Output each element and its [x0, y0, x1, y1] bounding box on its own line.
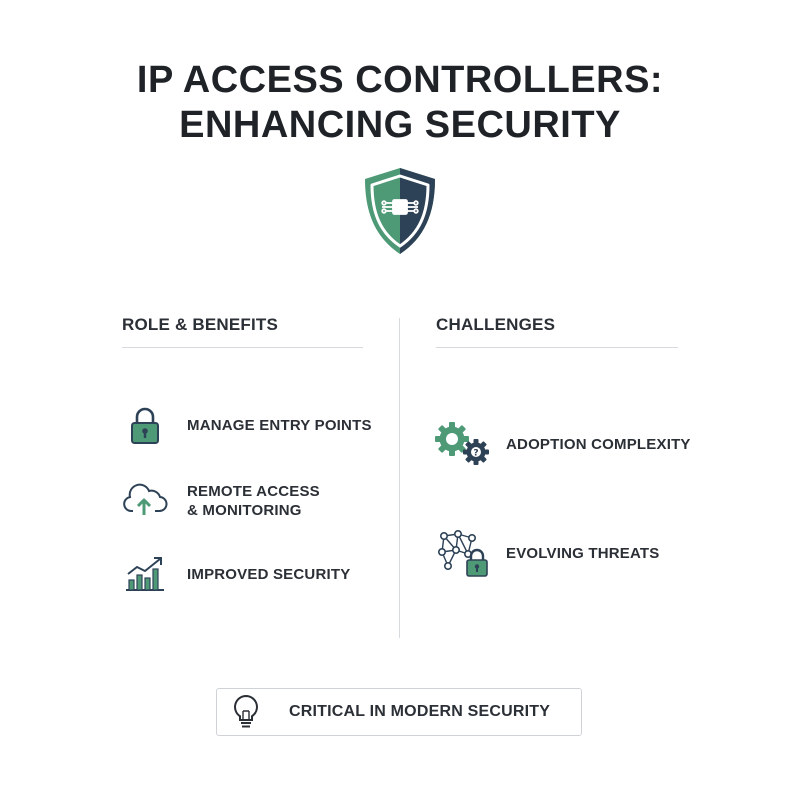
benefit-label: REMOTE ACCESS	[187, 483, 320, 500]
benefit-item-improved-security: IMPROVED SECURITY	[124, 554, 350, 594]
network-lock-icon	[437, 529, 488, 577]
column-divider	[399, 318, 400, 638]
benefit-label: MANAGE ENTRY POINTS	[187, 416, 372, 434]
challenge-label: EVOLVING THREATS	[506, 544, 660, 562]
challenge-label: ADOPTION COMPLEXITY	[506, 435, 691, 453]
left-heading-divider	[122, 347, 363, 348]
right-heading-divider	[436, 347, 678, 348]
benefit-label-line-2: & MONITORING	[187, 502, 302, 519]
callout-text: CRITICAL IN MODERN SECURITY	[289, 703, 551, 720]
padlock-icon	[131, 407, 159, 444]
left-column-heading: ROLE & BENEFITS	[122, 315, 279, 334]
challenge-item-adoption: ? ADOPTION COMPLEXITY	[434, 421, 691, 467]
svg-text:?: ?	[473, 449, 478, 459]
title-line-2: ENHANCING SECURITY	[179, 104, 621, 146]
title-line-1: IP ACCESS CONTROLLERS:	[136, 59, 664, 101]
challenge-item-evolving-threats: EVOLVING THREATS	[436, 528, 660, 578]
benefit-item-remote-access: REMOTE ACCESS & MONITORING	[121, 481, 320, 521]
lightbulb-icon	[234, 694, 258, 728]
cloud-upload-icon	[123, 483, 168, 515]
benefit-label: IMPROVED SECURITY	[187, 565, 351, 583]
benefit-item-manage-entry: MANAGE ENTRY POINTS	[125, 405, 372, 445]
gears-icon: ?	[435, 422, 489, 465]
shield-circuit-icon	[365, 168, 435, 254]
growth-chart-icon	[126, 557, 164, 591]
right-column-heading: CHALLENGES	[436, 315, 556, 334]
page-title: IP ACCESS CONTROLLERS: ENHANCING SECURIT…	[0, 58, 800, 148]
callout-box: CRITICAL IN MODERN SECURITY	[216, 688, 582, 736]
